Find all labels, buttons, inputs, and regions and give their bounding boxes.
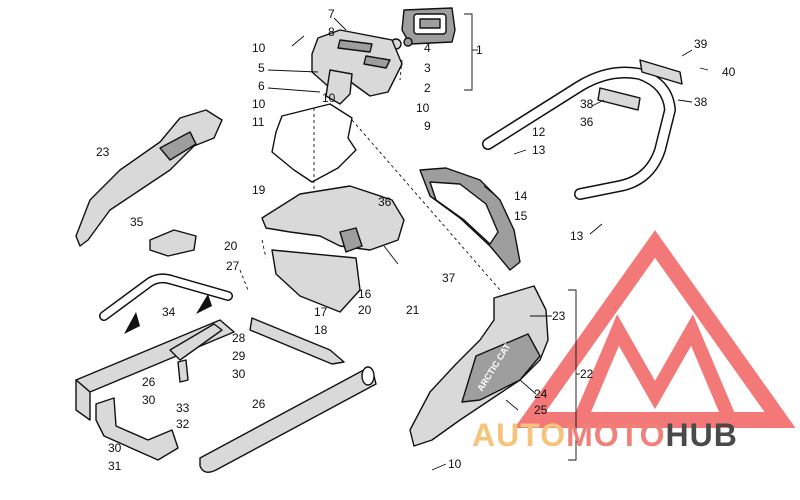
callout-10-d: 10 xyxy=(416,101,430,115)
callout-9: 9 xyxy=(424,119,431,133)
callout-17: 17 xyxy=(314,305,328,319)
callout-10-e: 10 xyxy=(448,457,462,471)
callout-30-c: 30 xyxy=(108,441,122,455)
callout-39: 39 xyxy=(694,37,708,51)
callout-12: 12 xyxy=(532,125,546,139)
callout-23-a: 23 xyxy=(96,145,110,159)
watermark-hub: HUB xyxy=(665,417,737,453)
callout-26-a: 26 xyxy=(142,375,156,389)
callout-37: 37 xyxy=(442,271,456,285)
callout-10-c: 10 xyxy=(322,91,336,105)
callout-25: 25 xyxy=(534,403,548,417)
mud-flap-11 xyxy=(271,103,357,190)
taillight-assembly xyxy=(311,7,456,105)
callout-36-a: 36 xyxy=(378,195,392,209)
callout-24: 24 xyxy=(534,387,548,401)
callout-18: 18 xyxy=(314,323,328,337)
callout-38-b: 38 xyxy=(694,95,708,109)
rear-frame xyxy=(75,273,235,421)
callout-20-b: 20 xyxy=(358,303,372,317)
callout-6: 6 xyxy=(258,79,265,93)
callout-32: 32 xyxy=(176,417,190,431)
callout-26-b: 26 xyxy=(252,397,266,411)
watermark-logo xyxy=(514,230,796,428)
callout-10-b: 10 xyxy=(252,97,266,111)
watermark-brand: AUTOMOTOHUB xyxy=(472,417,738,453)
hitch-bracket xyxy=(95,397,179,461)
grab-bar-12 xyxy=(482,59,683,200)
leader-lines xyxy=(239,13,709,471)
svg-text:AUTOMOTOHUB: AUTOMOTOHUB xyxy=(472,417,738,453)
callout-19: 19 xyxy=(252,183,266,197)
callout-5: 5 xyxy=(258,61,265,75)
callout-labels: 1 2 3 4 5 6 7 8 9 10 10 10 10 10 11 12 1… xyxy=(96,7,736,473)
callout-8: 8 xyxy=(328,25,335,39)
callout-16: 16 xyxy=(358,287,372,301)
callout-20-a: 20 xyxy=(224,239,238,253)
callout-40: 40 xyxy=(722,65,736,79)
callout-15: 15 xyxy=(514,209,528,223)
callout-27: 27 xyxy=(226,259,240,273)
callout-23-b: 23 xyxy=(552,309,566,323)
callout-22: 22 xyxy=(580,367,594,381)
side-panel-22-right: ARCTIC CAT xyxy=(409,285,549,447)
bumper-beam-26 xyxy=(199,366,377,473)
callout-30-b: 30 xyxy=(142,393,156,407)
callout-11: 11 xyxy=(252,115,265,129)
callout-13-a: 13 xyxy=(532,143,546,157)
callout-31: 31 xyxy=(108,459,122,473)
callout-38-a: 38 xyxy=(580,97,594,111)
callout-7: 7 xyxy=(328,7,335,21)
callout-28: 28 xyxy=(232,331,246,345)
callout-30-a: 30 xyxy=(232,367,246,381)
pad-35 xyxy=(149,229,197,257)
callout-10-a: 10 xyxy=(252,41,266,55)
callout-3: 3 xyxy=(424,61,431,75)
bracket-28-29 xyxy=(249,317,345,365)
watermark-moto: MOTO xyxy=(566,417,665,453)
callout-21: 21 xyxy=(406,303,420,317)
callout-2: 2 xyxy=(424,81,431,95)
callout-13-b: 13 xyxy=(570,229,584,243)
callout-34: 34 xyxy=(162,305,176,319)
side-panel-23-left xyxy=(75,109,223,247)
watermark-auto: AUTO xyxy=(472,417,566,453)
callout-35: 35 xyxy=(130,215,144,229)
callout-1: 1 xyxy=(476,43,483,57)
callout-36-b: 36 xyxy=(580,115,594,129)
callout-4: 4 xyxy=(424,41,431,55)
side-panel-15 xyxy=(419,167,521,271)
callout-33: 33 xyxy=(176,401,190,415)
callout-14: 14 xyxy=(514,189,528,203)
callout-29: 29 xyxy=(232,349,246,363)
bumper-bracket-19 xyxy=(261,185,405,313)
